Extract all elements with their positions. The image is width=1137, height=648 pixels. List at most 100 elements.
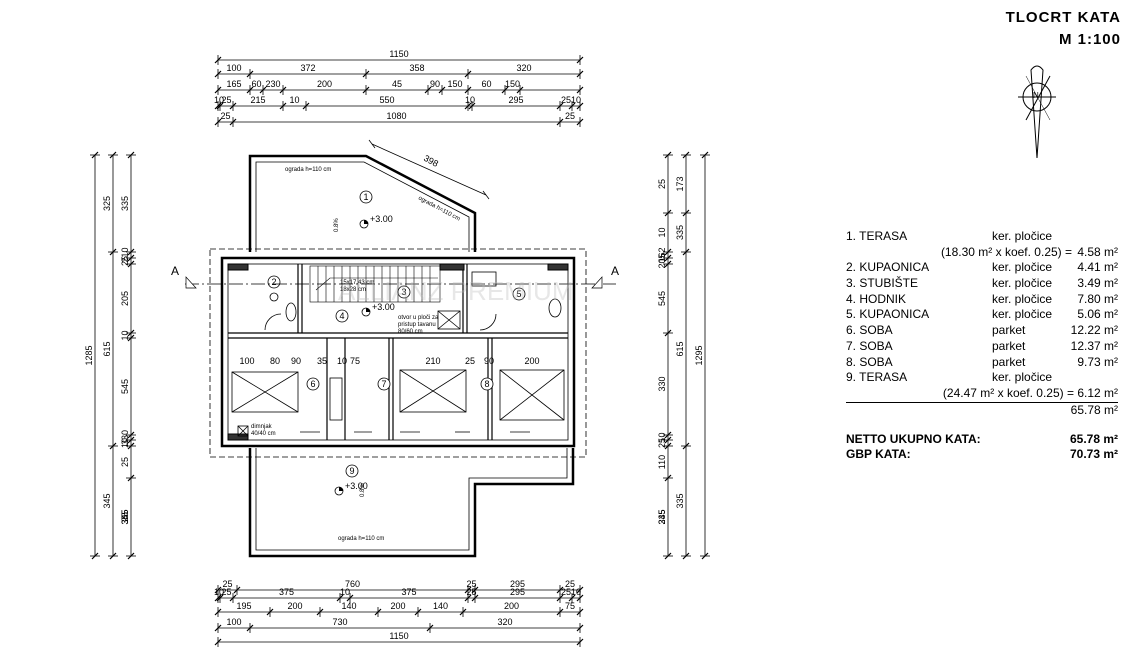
- legend-room-name: 7. SOBA: [846, 338, 893, 353]
- bottom-dim-slash-1-4: [346, 594, 354, 602]
- top-dim-slash-2-10: [576, 86, 584, 94]
- room-width-3: 35: [317, 356, 327, 366]
- legend-material: ker. pločice: [992, 291, 1053, 306]
- top-dim-slash-2-4: [362, 86, 370, 94]
- right-dim-label-2-0: 25: [657, 179, 667, 189]
- bottom-dim-slash-4-1: [576, 638, 584, 646]
- room-width-2: 90: [291, 356, 301, 366]
- top-dim-slash-1-0: [214, 70, 222, 78]
- room-number-5: 5: [516, 289, 521, 299]
- top-dim-slash-4-0: [214, 118, 222, 126]
- left-dim-slash-2-7: [127, 436, 135, 444]
- left-dim-label-2-7: 10: [120, 438, 130, 448]
- stairs-risers-label: 15x17.43 cm: [340, 280, 374, 286]
- legend-material: ker. pločice: [992, 370, 1053, 385]
- legend-area: 3.49 m²: [1077, 276, 1118, 291]
- ograda-top-label: ograda h=110 cm: [285, 167, 331, 173]
- left-dim-label-1-1: 615: [102, 341, 112, 356]
- level1-text: +3.00: [370, 214, 393, 224]
- bottom-dim-slash-2-7: [576, 608, 584, 616]
- right-dim-slash-2-1: [664, 209, 672, 217]
- room-width-6: 210: [425, 356, 440, 366]
- bottom-dim-label-0-0: 25: [222, 579, 232, 589]
- left-dim-slash-2-3: [127, 260, 135, 268]
- total-value: 65.78 m²: [1069, 432, 1118, 447]
- top-dim-label-3-5: 10: [465, 95, 475, 105]
- top-dim-label-0-0: 1150: [389, 49, 408, 59]
- left-dim-label-2-8: 25: [120, 457, 130, 467]
- top-dim-slash-3-5: [464, 102, 472, 110]
- left-dim-slash-2-8: [127, 442, 135, 450]
- right-dim-label-2-8: 110: [657, 455, 667, 469]
- level1-marker-fill: [364, 220, 368, 224]
- room-marker-4: [335, 309, 349, 323]
- north-arrow: [1018, 65, 1056, 159]
- left-dim-slash-1-3: [109, 552, 117, 560]
- bottom-dim-slash-0-5: [576, 586, 584, 594]
- top-dim-slash-3-7: [556, 102, 564, 110]
- room-marker-9: [345, 464, 359, 478]
- room-width-9: 200: [524, 356, 539, 366]
- top-dim-slash-3-6: [468, 102, 476, 110]
- room-width-0: 100: [239, 356, 254, 366]
- bottom-dim-label-1-4: 375: [401, 587, 416, 597]
- bottom-dim-slash-0-2: [464, 586, 472, 594]
- drawing-title: TLOCRT KATA: [1005, 9, 1121, 26]
- right-dim-slash-2-7: [664, 436, 672, 444]
- top-dim-slash-2-3: [279, 86, 287, 94]
- legend-room-name: 3. STUBIŠTE: [846, 276, 919, 291]
- legend-material: parket: [992, 338, 1026, 353]
- right-dim-slash-1-1: [682, 209, 690, 217]
- right-dim-slash-1-2: [682, 248, 690, 256]
- bottom-dim-label-0-2: 25: [466, 579, 476, 589]
- left-dim-label-2-9: 25: [120, 512, 130, 522]
- bottom-dim-label-0-3: 295: [510, 579, 525, 589]
- bottom-dim-slash-3-0: [214, 624, 222, 632]
- bottom-dim-label-1-6: 295: [510, 587, 525, 597]
- top-dim-slash-2-8: [501, 86, 509, 94]
- top-dim-slash-1-3: [464, 70, 472, 78]
- left-dim-slash-0-1: [91, 552, 99, 560]
- bottom-dim-label-0-4: 25: [565, 579, 575, 589]
- walls: [220, 256, 576, 448]
- left-dim-slash-2-9: [127, 474, 135, 482]
- legend-area: 4.41 m²: [1077, 260, 1118, 275]
- left-dim-label-2-3: 205: [120, 291, 130, 306]
- bottom-dim-label-3-0: 100: [226, 617, 241, 627]
- left-dim-label-0-0: 1285: [84, 345, 94, 365]
- right-dim-slash-2-0: [664, 151, 672, 159]
- left-dim-slash-2-5: [127, 334, 135, 342]
- diagonal-dimension-398: 398: [422, 153, 440, 169]
- section-label-right: A: [611, 264, 619, 278]
- roof-outline-dashed: [209, 248, 587, 458]
- top-dim-label-1-0: 100: [226, 63, 241, 73]
- right-dim-slash-2-3: [664, 254, 672, 262]
- right-dim-label-1-2: 615: [675, 341, 685, 356]
- otvor-label-2: pristup tavanu: [398, 322, 436, 328]
- left-dim-label-2-1: 210: [120, 247, 130, 262]
- legend-row: (18.30 m² x koef. 0.25) =4.58 m²: [846, 245, 1118, 261]
- room-number-9: 9: [349, 466, 354, 476]
- bottom-dim-slash-1-8: [568, 594, 576, 602]
- room-marker-5: [512, 287, 526, 301]
- stairs-treads-label: 18x28 cm: [340, 287, 366, 293]
- slope-1-label: 0.8%: [334, 218, 340, 232]
- left-dim-label-2-11: 355: [120, 509, 130, 524]
- top-dim-slash-2-0: [214, 86, 222, 94]
- bottom-dim-slash-3-1: [246, 624, 254, 632]
- right-dim-slash-2-10: [664, 552, 672, 560]
- legend-room-name: 1. TERASA: [846, 229, 908, 243]
- right-dim-slash-2-4: [664, 260, 672, 268]
- legend-area: 5.06 m²: [1077, 307, 1118, 322]
- bottom-dim-label-2-6: 75: [565, 601, 575, 611]
- left-dim-slash-1-0: [109, 151, 117, 159]
- top-dim-slash-3-9: [576, 102, 584, 110]
- room-width-8: 90: [484, 356, 494, 366]
- level-markers: +3.00+3.00+3.00: [334, 214, 395, 496]
- section-label-left: A: [171, 264, 179, 278]
- bottom-dim-slash-1-5: [464, 594, 472, 602]
- bottom-dim-slash-4-0: [214, 638, 222, 646]
- terrace-1-outline: [248, 154, 477, 252]
